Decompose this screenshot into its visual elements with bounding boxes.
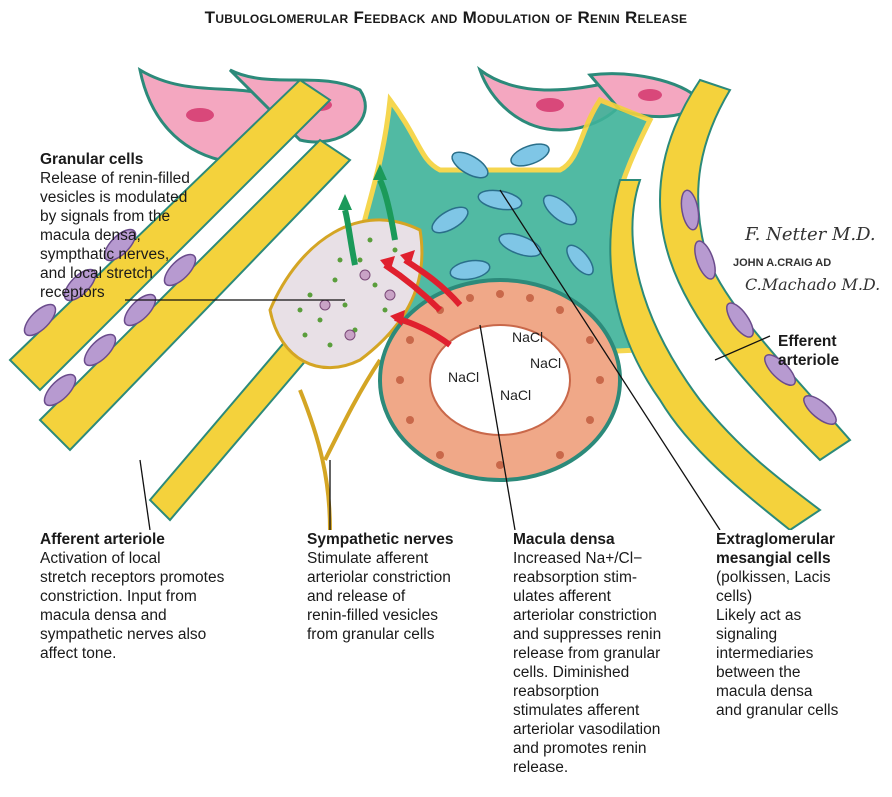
mesangial-cells <box>431 143 594 281</box>
svg-text:C.Machado M.D.: C.Machado M.D. <box>745 275 880 294</box>
efferent-arteriole-label: Efferent arteriole <box>778 332 878 370</box>
svg-text:F. Netter M.D.: F. Netter M.D. <box>744 224 876 245</box>
macula-densa <box>378 278 622 482</box>
nacl-label-4: NaCl <box>500 387 531 403</box>
renin-illustration: NaCl NaCl NaCl NaCl F. N <box>8 65 880 530</box>
macula-densa-label: Macula densa Increased Na+/Cl− reabsorpt… <box>513 530 703 777</box>
macula-densa-description: Increased Na+/Cl− reabsorption stim- ula… <box>513 550 662 776</box>
mesangial-cells-description: (polkissen, Lacis cells) Likely act as s… <box>716 569 839 719</box>
artist-signature: F. Netter M.D. JOHN A.CRAIG AD C.Machado… <box>733 224 880 294</box>
afferent-arteriole-description: Activation of local stretch receptors pr… <box>40 550 225 662</box>
leader-lines <box>125 189 771 530</box>
afferent-arteriole-heading: Afferent arteriole <box>40 531 165 548</box>
sympathetic-nerves-label: Sympathetic nerves Stimulate afferent ar… <box>307 530 507 644</box>
sympathetic-nerves-heading: Sympathetic nerves <box>307 531 454 548</box>
nacl-label-3: NaCl <box>448 369 479 385</box>
sympathetic-nerves-description: Stimulate afferent arteriolar constricti… <box>307 550 451 643</box>
nacl-label-2: NaCl <box>530 355 561 371</box>
smooth-muscle-cells <box>23 228 197 407</box>
granular-cells-description: Release of renin-filled vesicles is modu… <box>40 170 190 301</box>
svg-text:JOHN A.CRAIG AD: JOHN A.CRAIG AD <box>733 257 831 269</box>
nacl-label-1: NaCl <box>512 329 543 345</box>
afferent-arteriole-label: Afferent arteriole Activation of local s… <box>40 530 290 663</box>
page-title: Tubuloglomerular Feedback and Modulation… <box>204 8 688 27</box>
granular-cells-heading: Granular cells <box>40 151 144 168</box>
afferent-arteriole-wall <box>8 78 332 392</box>
sympathetic-nerve <box>298 358 382 530</box>
mesangial-cells-label: Extraglomerular mesangial cells (polkiss… <box>716 530 886 720</box>
granular-cells-label: Granular cells Release of renin-filled v… <box>40 150 280 302</box>
mesangial-cells-heading: Extraglomerular mesangial cells <box>716 531 835 567</box>
efferent-arteriole-heading: Efferent arteriole <box>778 333 840 369</box>
green-arrows <box>342 178 398 266</box>
macula-densa-heading: Macula densa <box>513 531 615 548</box>
